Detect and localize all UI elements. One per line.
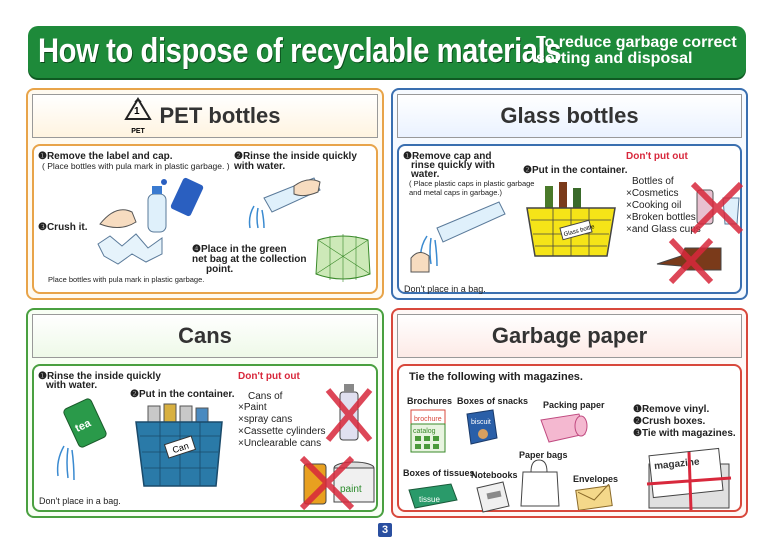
tied-magazines-illustration: magazine — [646, 447, 732, 511]
cans-dont-item-1: ×Paint — [238, 402, 267, 413]
tissue-box-illustration: tissue — [408, 483, 458, 509]
cans-step-1-l1: ❶Rinse the inside quickly — [38, 371, 161, 382]
paint-can-label: paint — [340, 484, 362, 495]
pet-crushed-bottle-illustration — [97, 233, 163, 265]
pet-step-2-l1: ❷Rinse the inside quickly — [234, 151, 357, 162]
subtitle-line-1: To reduce garbage correct — [536, 34, 737, 51]
glass-oil-bottle-crossed-illustration — [656, 238, 722, 284]
cans-content: ❶Rinse the inside quickly with water. ❷P… — [32, 364, 378, 512]
pet-step-4-l1: ❹Place in the green — [192, 244, 287, 255]
pet-rinse-illustration — [248, 177, 321, 229]
cans-step-2: ❷Put in the container. — [130, 389, 235, 400]
pet-step-4-l2: net bag at the collection — [192, 254, 307, 265]
glass-content: ❶Remove cap and rinse quickly with water… — [397, 144, 744, 294]
spray-can-crossed-illustration — [325, 384, 373, 442]
pet-step-1: ❶Remove the label and cap. — [38, 151, 173, 162]
glass-dont-item-2: ×Cooking oil — [626, 200, 682, 211]
snack-box-illustration: biscuit — [466, 409, 498, 445]
pet-symbol-label: PET — [131, 128, 145, 135]
pet-header: 1 PET PET bottles — [32, 94, 378, 138]
glass-container-illustration: Glass bottle — [526, 182, 616, 257]
cans-dont-item-2: ×spray cans — [238, 414, 293, 425]
cans-step-1-l2: with water. — [46, 380, 98, 391]
glass-bottles-panel: Glass bottles ❶Remove cap and rinse quic… — [391, 88, 748, 300]
recycle-pet-icon: 1 PET — [123, 97, 153, 135]
label-envelopes: Envelopes — [573, 474, 619, 484]
paper-step-3: ❸Tie with magazines. — [633, 428, 736, 439]
glass-step-1-l1: ❶Remove cap and — [403, 151, 492, 162]
cans-dont-intro: Cans of — [248, 391, 283, 402]
pet-bottle-cap-illustration — [99, 177, 204, 233]
label-notebooks: Notebooks — [471, 470, 518, 480]
paper-step-2: ❷Crush boxes. — [633, 416, 706, 427]
paper-title: Garbage paper — [491, 323, 648, 348]
pet-content: ❶Remove the label and cap. ( Place bottl… — [32, 144, 378, 294]
pet-bottles-panel: 1 PET PET bottles ❶Remove the label and … — [26, 88, 384, 300]
biscuit-text: biscuit — [471, 419, 491, 426]
paper-bag-illustration — [520, 459, 560, 507]
cans-rinse-illustration: tea — [56, 398, 107, 481]
paper-header: Garbage paper — [397, 314, 742, 358]
packing-paper-illustration — [540, 413, 588, 443]
tissue-text: tissue — [419, 495, 440, 504]
glass-step-2: ❷Put in the container. — [523, 165, 628, 176]
glass-step-1-note-2: and metal caps in garbage.) — [409, 188, 502, 197]
glass-dont-item-1: ×Cosmetics — [626, 188, 679, 199]
pet-step-3: ❸Crush it. — [38, 222, 88, 233]
label-packing-paper: Packing paper — [543, 400, 605, 410]
paper-step-1: ❶Remove vinyl. — [633, 404, 710, 415]
pet-footnote: Place bottles with pula mark in plastic … — [48, 275, 205, 284]
glass-step-1-l3: water. — [411, 169, 440, 180]
notebook-illustration — [476, 481, 510, 513]
subtitle-line-2: sorting and disposal — [536, 50, 693, 67]
cans-panel: Cans ❶Rinse the inside quickly with wate… — [26, 308, 384, 518]
cans-container-label: Can — [171, 441, 190, 456]
cans-header: Cans — [32, 314, 378, 358]
glass-footnote: Don't place in a bag. — [404, 284, 486, 294]
pet-step-1-note: ( Place bottles with pula mark in plasti… — [42, 161, 230, 171]
label-boxes-of-tissues: Boxes of tissues — [403, 468, 475, 478]
pet-symbol-number: 1 — [134, 106, 140, 117]
page-title: How to dispose of recyclable materials — [38, 32, 562, 70]
glass-cosmetics-crossed-illustration — [690, 181, 744, 235]
label-boxes-of-snacks: Boxes of snacks — [457, 396, 529, 406]
glass-rinse-illustration — [410, 201, 506, 273]
glass-dont-item-4: ×and Glass cups — [626, 224, 701, 235]
glass-dont-put-out: Don't put out — [626, 151, 688, 162]
pet-step-2-l2: with water. — [234, 161, 286, 172]
label-brochures: Brochures — [407, 396, 453, 406]
cans-dont-put-out: Don't put out — [238, 371, 300, 382]
paint-can-crossed-illustration: paint — [299, 455, 375, 510]
cans-dont-item-3: ×Cassette cylinders — [238, 426, 326, 437]
green-net-bag-illustration — [315, 234, 371, 282]
glass-step-1-l2: rinse quickly with — [411, 160, 495, 171]
catalog-text: catalog — [413, 428, 436, 435]
paper-content: Tie the following with magazines. Brochu… — [397, 364, 742, 513]
cans-container-illustration: Can — [135, 403, 223, 487]
pet-title: PET bottles — [159, 103, 281, 128]
label-paper-bags: Paper bags — [519, 450, 568, 460]
cans-footnote: Don't place in a bag. — [39, 496, 121, 506]
glass-dont-intro: Bottles of — [632, 176, 674, 187]
glass-dont-item-3: ×Broken bottles — [626, 212, 696, 223]
page-subtitle: To reduce garbage correct sorting and di… — [536, 35, 737, 67]
brochure-catalog-illustration: brochure catalog — [410, 409, 446, 453]
pet-step-4-l3: point. — [206, 264, 234, 275]
cans-dont-item-4: ×Unclearable cans — [238, 438, 322, 449]
brochure-text: brochure — [414, 416, 442, 423]
garbage-paper-panel: Garbage paper Tie the following with mag… — [391, 308, 748, 518]
glass-step-1-note-1: ( Place plastic caps in plastic garbage — [409, 179, 535, 188]
glass-title: Glass bottles — [500, 103, 639, 128]
page-number: 3 — [378, 523, 392, 537]
paper-heading: Tie the following with magazines. — [409, 371, 583, 383]
glass-header: Glass bottles — [397, 94, 742, 138]
title-banner: How to dispose of recyclable materials T… — [28, 26, 746, 78]
envelope-illustration — [575, 484, 613, 510]
cans-title: Cans — [178, 323, 232, 348]
